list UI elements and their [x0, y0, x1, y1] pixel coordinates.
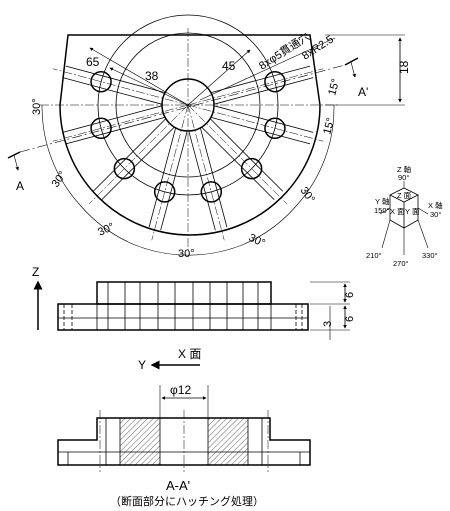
through-hole [113, 157, 136, 180]
angle-15-lower: 15° [321, 117, 337, 136]
svg-text:Y 面: Y 面 [405, 207, 420, 216]
section-label-a2: A' [358, 85, 368, 99]
svg-text:X 面: X 面 [390, 207, 405, 216]
angle-15-upper: 15° [326, 78, 342, 97]
svg-text:Y 軸: Y 軸 [375, 196, 389, 206]
svg-text:6: 6 [344, 292, 356, 298]
slot-centerline [187, 104, 324, 142]
svg-text:6: 6 [344, 316, 356, 322]
slot-centerline [187, 104, 288, 205]
angle-30-bottomright: 30° [247, 232, 267, 250]
angle-30-left: 30° [31, 98, 43, 115]
slot-edge [65, 65, 165, 93]
through-hole [264, 70, 286, 93]
svg-text:Z 面: Z 面 [397, 191, 412, 200]
slot-centerline [187, 104, 225, 241]
through-hole [90, 117, 112, 140]
slot-edge [101, 127, 175, 201]
slot-edge [200, 128, 228, 228]
slot-edge [160, 131, 188, 231]
svg-text:Z: Z [32, 265, 39, 279]
section-caption: （断面部分にハッチング処理） [110, 494, 264, 508]
dim-r65: 65 [86, 55, 100, 69]
angle-30-bottom: 30° [178, 248, 195, 260]
slot-edge [92, 118, 166, 192]
svg-text:270°: 270° [393, 259, 409, 268]
slot-centerline [88, 104, 189, 205]
dim-phi12: φ12 [170, 383, 191, 397]
svg-text:Z 軸: Z 軸 [397, 164, 411, 174]
slot-edge [188, 131, 216, 231]
through-hole [200, 181, 223, 203]
dim-r45: 45 [222, 59, 236, 73]
slot-centerline [52, 104, 189, 142]
slot-centerline [52, 68, 189, 106]
section-label-a: A [16, 179, 24, 193]
radial-slots [52, 65, 324, 241]
slot-edge [214, 77, 314, 105]
axis-gizmo: Z 軸 90° Y 軸 150° X 軸 30° Z 面 X 面 Y 面 210… [366, 164, 443, 268]
slot-centerline [151, 104, 189, 241]
front-view: Z Y X 面 6 6 3 [32, 265, 356, 372]
svg-text:210°: 210° [366, 251, 382, 260]
svg-text:X 軸: X 軸 [428, 200, 443, 210]
svg-text:X 面: X 面 [178, 347, 201, 361]
slot-edge [62, 77, 162, 105]
through-hole [90, 70, 112, 93]
svg-text:Y: Y [138, 358, 146, 372]
outer-contour [59, 34, 321, 236]
svg-text:30°: 30° [430, 210, 441, 219]
angle-30-lowright: 30° [298, 185, 317, 206]
svg-text:90°: 90° [398, 173, 409, 182]
slot-edge [62, 105, 162, 133]
slot-edge [211, 117, 311, 145]
dim-18: 18 [397, 60, 411, 74]
top-view: 65 38 45 8xφ5貫通穴 8xR2.5 18 15° 15° 30° 3… [7, 14, 411, 260]
dim-r38: 38 [145, 69, 159, 83]
section-title: A-A' [166, 478, 190, 493]
slot-edge [214, 105, 314, 133]
slot-edge [148, 128, 176, 228]
section-view: φ12 A-A' （断面部分にハッチング処理） [57, 383, 311, 508]
slot-centerline [187, 68, 324, 106]
svg-text:330°: 330° [422, 251, 438, 260]
svg-text:150°: 150° [374, 206, 390, 215]
slot-edge [65, 117, 165, 145]
through-hole [264, 117, 286, 140]
through-hole [240, 157, 263, 180]
slot-edge [211, 65, 311, 93]
slot-edge [201, 127, 275, 201]
svg-text:3: 3 [322, 321, 334, 327]
slot-edge [210, 118, 284, 192]
through-hole [153, 181, 176, 203]
